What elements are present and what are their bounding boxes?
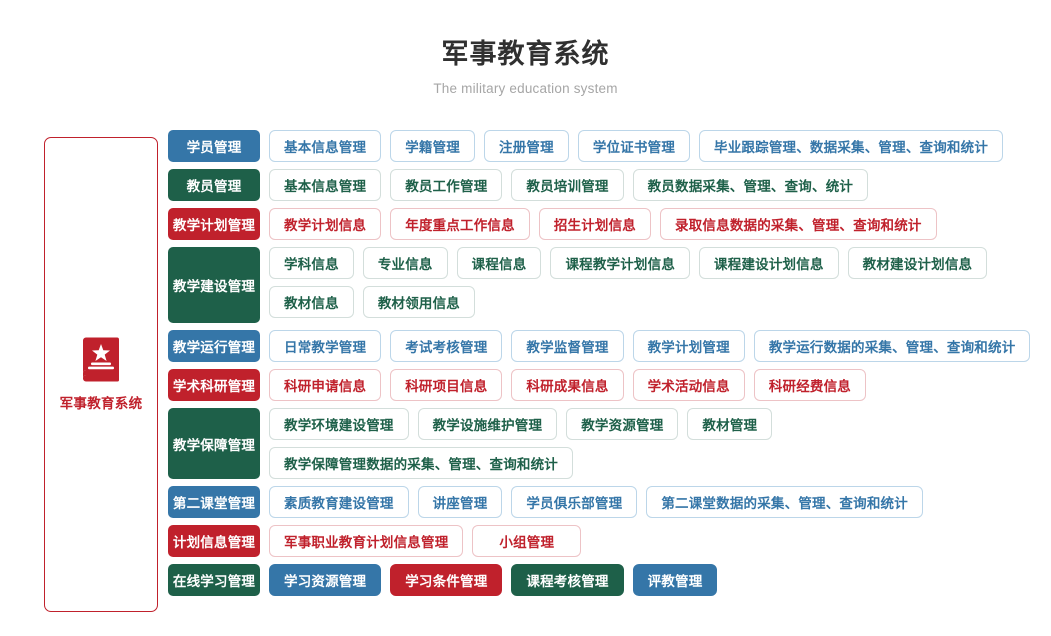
category-row: 学员管理基本信息管理学籍管理注册管理学位证书管理毕业跟踪管理、数据采集、管理、查… <box>168 130 1051 162</box>
module-button-评教管理[interactable]: 评教管理 <box>632 564 718 596</box>
module-button-课程教学计划信息[interactable]: 课程教学计划信息 <box>550 247 691 279</box>
module-button-教学计划信息[interactable]: 教学计划信息 <box>269 208 382 240</box>
page-title: 军事教育系统 <box>441 39 610 69</box>
module-button-教材领用信息[interactable]: 教材领用信息 <box>362 286 476 318</box>
module-button-学术活动信息[interactable]: 学术活动信息 <box>632 369 745 401</box>
module-button-讲座管理[interactable]: 讲座管理 <box>417 486 503 518</box>
category-label-教员管理[interactable]: 教员管理 <box>168 169 260 201</box>
category-row: 学术科研管理科研申请信息科研项目信息科研成果信息学术活动信息科研经费信息 <box>168 369 1051 401</box>
module-button-学员俱乐部管理[interactable]: 学员俱乐部管理 <box>511 486 638 518</box>
module-button-教员工作管理[interactable]: 教员工作管理 <box>390 169 503 201</box>
module-button-科研经费信息[interactable]: 科研经费信息 <box>753 369 867 401</box>
module-button-专业信息[interactable]: 专业信息 <box>362 247 448 279</box>
module-button-科研项目信息[interactable]: 科研项目信息 <box>390 369 503 401</box>
module-button-教学资源管理[interactable]: 教学资源管理 <box>566 408 679 440</box>
category-label-第二课堂管理[interactable]: 第二课堂管理 <box>168 486 260 518</box>
module-button-考试考核管理[interactable]: 考试考核管理 <box>390 330 503 362</box>
module-button-科研成果信息[interactable]: 科研成果信息 <box>511 369 624 401</box>
category-row: 在线学习管理学习资源管理学习条件管理课程考核管理评教管理 <box>168 564 1051 596</box>
sidebar-label: 军事教育系统 <box>59 396 143 411</box>
module-button-学籍管理[interactable]: 学籍管理 <box>390 130 476 162</box>
module-button-教学设施维护管理[interactable]: 教学设施维护管理 <box>417 408 558 440</box>
category-items: 学习资源管理学习条件管理课程考核管理评教管理 <box>269 564 1051 596</box>
module-button-课程信息[interactable]: 课程信息 <box>456 247 542 279</box>
category-label-教学保障管理[interactable]: 教学保障管理 <box>168 408 260 479</box>
module-button-基本信息管理[interactable]: 基本信息管理 <box>269 169 382 201</box>
page-subtitle: The military education system <box>433 81 618 97</box>
module-button-教学计划管理[interactable]: 教学计划管理 <box>632 330 745 362</box>
module-button-学习条件管理[interactable]: 学习条件管理 <box>390 564 503 596</box>
sidebar-panel[interactable]: 军事教育系统 <box>44 137 158 612</box>
module-button-学科信息[interactable]: 学科信息 <box>269 247 354 279</box>
book-star-icon <box>79 337 123 383</box>
module-button-教材建设计划信息[interactable]: 教材建设计划信息 <box>847 247 988 279</box>
category-items: 素质教育建设管理讲座管理学员俱乐部管理第二课堂数据的采集、管理、查询和统计 <box>269 486 1051 518</box>
module-button-教学运行数据的采集、管理、查询和统计[interactable]: 教学运行数据的采集、管理、查询和统计 <box>753 330 1031 362</box>
module-button-教员培训管理[interactable]: 教员培训管理 <box>511 169 624 201</box>
module-button-毕业跟踪管理、数据采集、管理、查询和统计[interactable]: 毕业跟踪管理、数据采集、管理、查询和统计 <box>699 130 1004 162</box>
category-items: 科研申请信息科研项目信息科研成果信息学术活动信息科研经费信息 <box>269 369 1051 401</box>
module-button-军事职业教育计划信息管理[interactable]: 军事职业教育计划信息管理 <box>269 525 464 557</box>
module-button-教员数据采集、管理、查询、统计[interactable]: 教员数据采集、管理、查询、统计 <box>632 169 869 201</box>
module-button-注册管理[interactable]: 注册管理 <box>484 130 569 162</box>
diagram-board: 军事教育系统 学员管理基本信息管理学籍管理注册管理学位证书管理毕业跟踪管理、数据… <box>0 130 1051 612</box>
category-label-计划信息管理[interactable]: 计划信息管理 <box>168 525 260 557</box>
category-row: 教学运行管理日常教学管理考试考核管理教学监督管理教学计划管理教学运行数据的采集、… <box>168 330 1051 362</box>
module-button-教学保障管理数据的采集、管理、查询和统计[interactable]: 教学保障管理数据的采集、管理、查询和统计 <box>269 447 573 479</box>
module-button-课程建设计划信息[interactable]: 课程建设计划信息 <box>699 247 839 279</box>
category-items: 基本信息管理教员工作管理教员培训管理教员数据采集、管理、查询、统计 <box>269 169 1051 201</box>
category-items: 日常教学管理考试考核管理教学监督管理教学计划管理教学运行数据的采集、管理、查询和… <box>269 330 1051 362</box>
category-label-学员管理[interactable]: 学员管理 <box>168 130 260 162</box>
module-button-教材信息[interactable]: 教材信息 <box>269 286 354 318</box>
category-items: 学科信息专业信息课程信息课程教学计划信息课程建设计划信息教材建设计划信息教材信息… <box>269 247 1051 323</box>
category-items: 基本信息管理学籍管理注册管理学位证书管理毕业跟踪管理、数据采集、管理、查询和统计 <box>269 130 1051 162</box>
module-button-日常教学管理[interactable]: 日常教学管理 <box>269 330 382 362</box>
module-button-课程考核管理[interactable]: 课程考核管理 <box>511 564 624 596</box>
module-button-学习资源管理[interactable]: 学习资源管理 <box>269 564 382 596</box>
category-row: 教学建设管理学科信息专业信息课程信息课程教学计划信息课程建设计划信息教材建设计划… <box>168 247 1051 323</box>
row-list: 学员管理基本信息管理学籍管理注册管理学位证书管理毕业跟踪管理、数据采集、管理、查… <box>168 130 1051 603</box>
module-button-教学环境建设管理[interactable]: 教学环境建设管理 <box>269 408 409 440</box>
category-row: 第二课堂管理素质教育建设管理讲座管理学员俱乐部管理第二课堂数据的采集、管理、查询… <box>168 486 1051 518</box>
module-button-小组管理[interactable]: 小组管理 <box>472 525 582 557</box>
module-button-学位证书管理[interactable]: 学位证书管理 <box>577 130 691 162</box>
category-label-教学建设管理[interactable]: 教学建设管理 <box>168 247 260 323</box>
category-row: 计划信息管理军事职业教育计划信息管理小组管理 <box>168 525 1051 557</box>
category-items: 教学环境建设管理教学设施维护管理教学资源管理教材管理教学保障管理数据的采集、管理… <box>269 408 1051 479</box>
module-button-教材管理[interactable]: 教材管理 <box>687 408 773 440</box>
category-row: 教员管理基本信息管理教员工作管理教员培训管理教员数据采集、管理、查询、统计 <box>168 169 1051 201</box>
module-button-素质教育建设管理[interactable]: 素质教育建设管理 <box>269 486 409 518</box>
module-button-录取信息数据的采集、管理、查询和统计[interactable]: 录取信息数据的采集、管理、查询和统计 <box>660 208 937 240</box>
module-button-科研申请信息[interactable]: 科研申请信息 <box>269 369 382 401</box>
module-button-基本信息管理[interactable]: 基本信息管理 <box>269 130 382 162</box>
module-button-招生计划信息[interactable]: 招生计划信息 <box>538 208 652 240</box>
module-button-教学监督管理[interactable]: 教学监督管理 <box>511 330 624 362</box>
page-header: 军事教育系统 The military education system <box>0 0 1051 96</box>
module-button-第二课堂数据的采集、管理、查询和统计[interactable]: 第二课堂数据的采集、管理、查询和统计 <box>646 486 923 518</box>
category-row: 教学计划管理教学计划信息年度重点工作信息招生计划信息录取信息数据的采集、管理、查… <box>168 208 1051 240</box>
sidebar-content: 军事教育系统 <box>60 337 143 412</box>
module-button-年度重点工作信息[interactable]: 年度重点工作信息 <box>390 208 530 240</box>
category-items: 教学计划信息年度重点工作信息招生计划信息录取信息数据的采集、管理、查询和统计 <box>269 208 1051 240</box>
category-label-教学运行管理[interactable]: 教学运行管理 <box>168 330 260 362</box>
category-items: 军事职业教育计划信息管理小组管理 <box>269 525 1051 557</box>
category-label-在线学习管理[interactable]: 在线学习管理 <box>168 564 260 596</box>
category-label-学术科研管理[interactable]: 学术科研管理 <box>168 369 260 401</box>
category-label-教学计划管理[interactable]: 教学计划管理 <box>168 208 260 240</box>
category-row: 教学保障管理教学环境建设管理教学设施维护管理教学资源管理教材管理教学保障管理数据… <box>168 408 1051 479</box>
